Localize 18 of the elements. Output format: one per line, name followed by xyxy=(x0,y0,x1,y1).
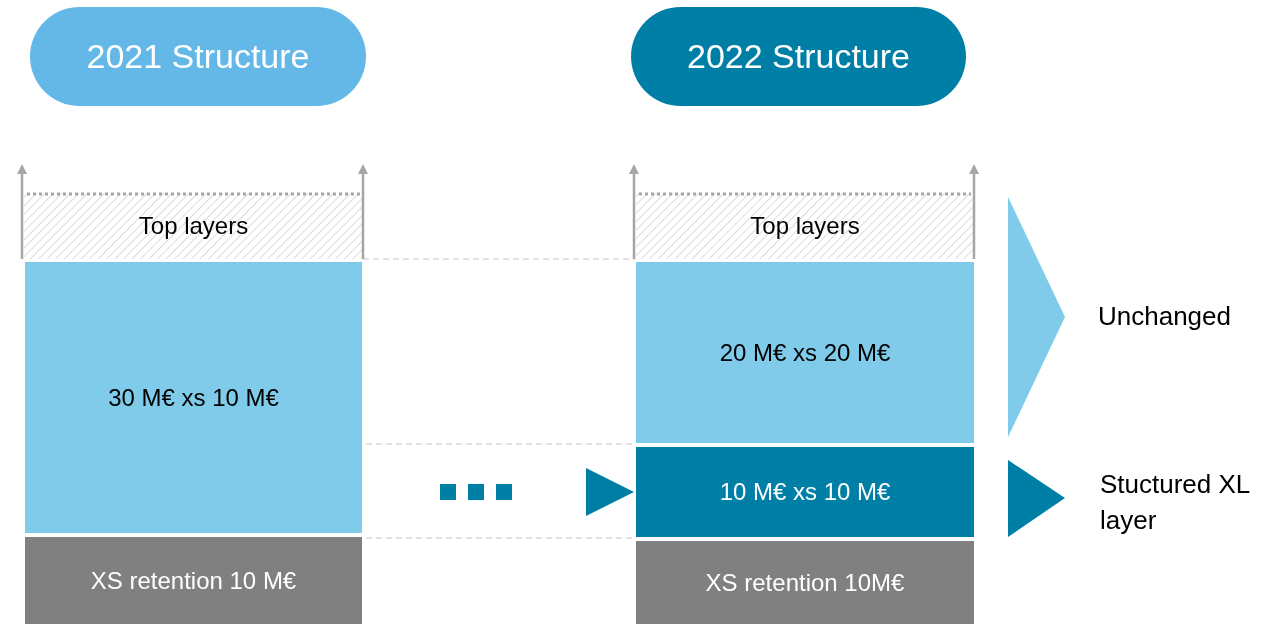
layer-block xyxy=(636,447,974,537)
layer-label: 20 M€ xs 20 M€ xyxy=(719,338,891,367)
layer-label: 30 M€ xs 10 M€ xyxy=(108,383,279,412)
layer-label: XS retention 10M€ xyxy=(705,568,905,597)
heading-text: 2022 Structure xyxy=(687,37,910,76)
layer-label: Top layers xyxy=(750,212,860,240)
layer-block xyxy=(25,262,362,533)
layer-label: Top layers xyxy=(138,212,249,240)
layer-block xyxy=(636,541,974,624)
layer-block xyxy=(25,537,362,624)
pointer-triangle xyxy=(1008,460,1065,537)
annotation-text: Stuctured XL layer xyxy=(1100,468,1250,537)
layer-label: XS retention 10 M€ xyxy=(90,566,297,595)
annotation-text: Unchanged xyxy=(1098,300,1232,333)
layer-label: 10 M€ xs 10 M€ xyxy=(719,478,891,506)
layer-block xyxy=(636,262,974,443)
heading-text: 2021 Structure xyxy=(86,37,310,76)
pointer-triangle xyxy=(1008,197,1065,437)
